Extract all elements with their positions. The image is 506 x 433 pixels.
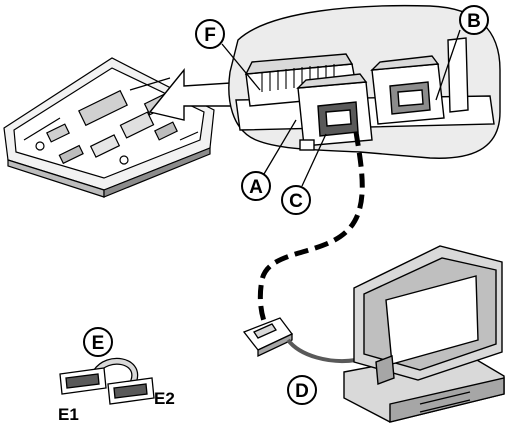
callout-d-text: D bbox=[295, 381, 309, 402]
callout-a: A bbox=[241, 171, 271, 201]
callout-f: F bbox=[195, 19, 225, 49]
modular-plug bbox=[242, 317, 293, 358]
callout-c: C bbox=[281, 185, 311, 215]
callout-d: D bbox=[287, 375, 317, 405]
jumper-cable bbox=[59, 357, 155, 405]
computer-cable bbox=[286, 338, 357, 363]
callout-e: E bbox=[83, 327, 113, 357]
callout-f-text: F bbox=[204, 25, 216, 46]
control-panel-board bbox=[3, 57, 215, 198]
callout-e-text: E bbox=[92, 333, 105, 354]
connector-detail bbox=[228, 4, 501, 159]
callout-b: B bbox=[459, 5, 489, 35]
telephone-cable bbox=[257, 131, 365, 328]
callout-c-text: C bbox=[289, 191, 303, 212]
callout-b-text: B bbox=[467, 11, 481, 32]
label-e1: E1 bbox=[58, 405, 79, 424]
computer bbox=[343, 245, 505, 423]
leader-lines bbox=[221, 29, 461, 187]
rj-jack-a bbox=[296, 73, 373, 147]
rj-jack-b bbox=[370, 55, 445, 125]
label-e2: E2 bbox=[154, 389, 175, 408]
callout-a-text: A bbox=[249, 177, 263, 198]
